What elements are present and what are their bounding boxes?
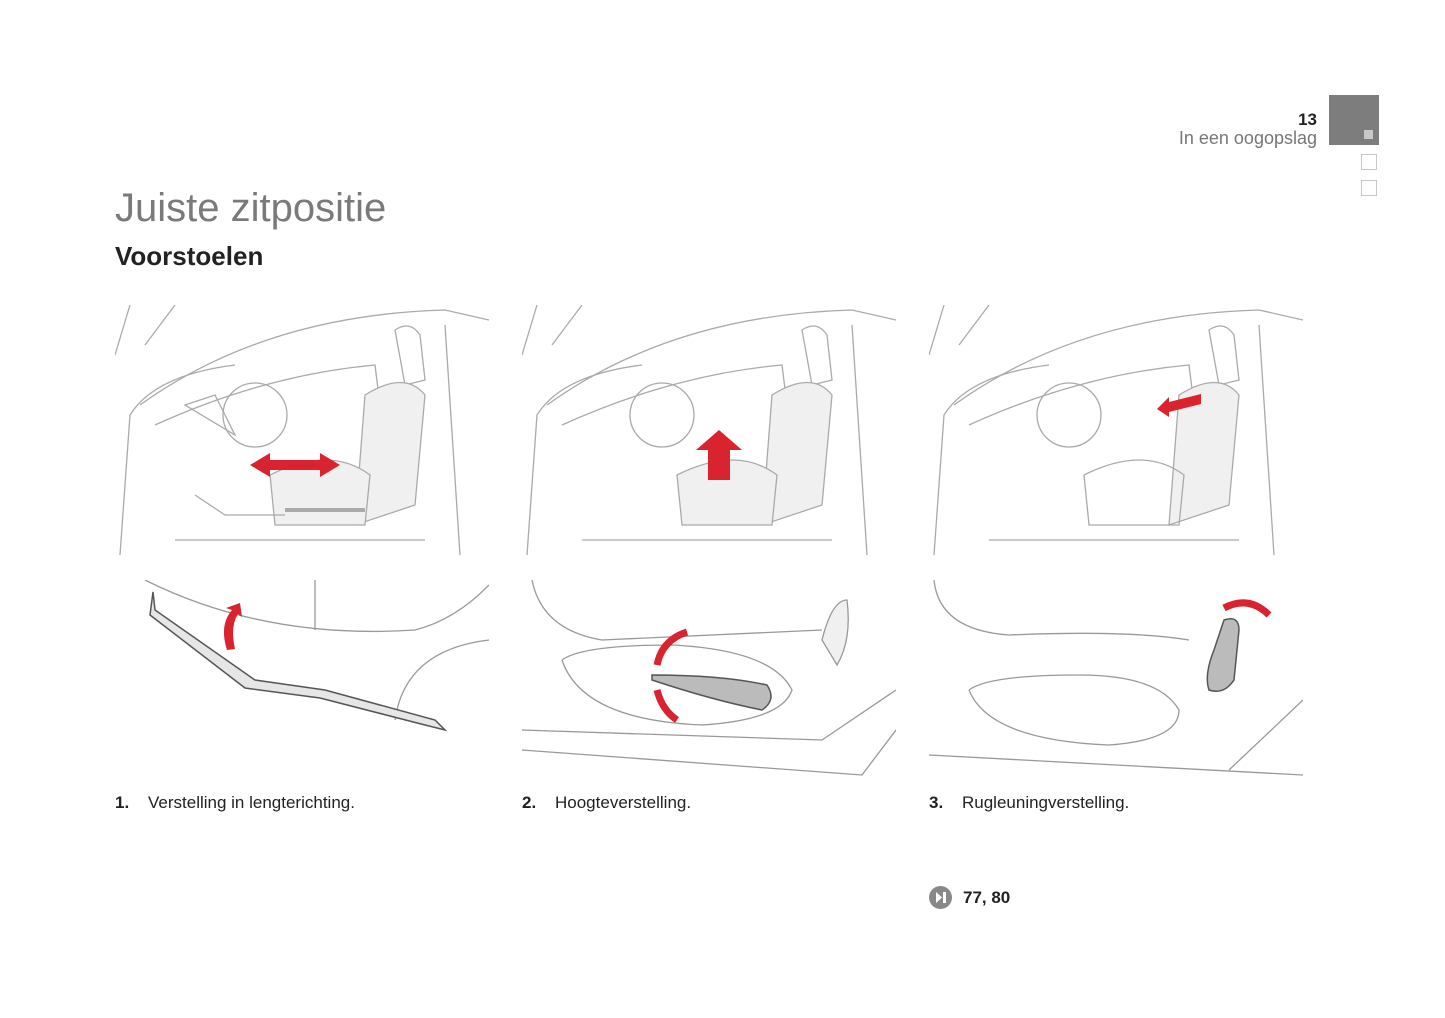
caption-2: 2. Hoogteverstelling. bbox=[522, 793, 691, 813]
lift-arrow-icon bbox=[223, 603, 242, 650]
caption-text: Rugleuningverstelling. bbox=[962, 793, 1130, 812]
up-down-arrow-icon bbox=[653, 628, 689, 723]
rotate-arrow-icon bbox=[1222, 599, 1272, 618]
caption-3: 3. Rugleuningverstelling. bbox=[929, 793, 1129, 813]
section-title: In een oogopslag bbox=[1178, 128, 1317, 148]
seat-fore-aft-illustration bbox=[115, 305, 489, 555]
fore-aft-bar-detail bbox=[144, 580, 489, 732]
page-reference-icon bbox=[929, 886, 952, 909]
page-reference-pages[interactable]: 77, 80 bbox=[963, 887, 1011, 907]
backrest-arrow-icon bbox=[1157, 394, 1201, 417]
backrest-lever-detail bbox=[929, 580, 1303, 776]
caption-number: 3. bbox=[929, 793, 944, 812]
seat-height-illustration bbox=[522, 305, 896, 555]
chapter-tab[interactable] bbox=[1361, 180, 1377, 196]
caption-text: Hoogteverstelling. bbox=[555, 793, 692, 812]
height-arrow-icon bbox=[696, 430, 742, 480]
caption-number: 1. bbox=[115, 793, 130, 812]
fore-aft-arrow-icon bbox=[250, 453, 340, 477]
caption-number: 2. bbox=[522, 793, 537, 812]
page-title: Juiste zitpositie bbox=[115, 186, 387, 230]
page-subtitle: Voorstoelen bbox=[115, 241, 264, 271]
seat-backrest-illustration bbox=[929, 305, 1303, 555]
chapter-tab-active[interactable] bbox=[1329, 95, 1379, 145]
caption-1: 1. Verstelling in lengterichting. bbox=[115, 793, 355, 813]
page-reference[interactable]: 77, 80 bbox=[929, 886, 1010, 909]
chapter-tab[interactable] bbox=[1361, 154, 1377, 170]
caption-text: Verstelling in lengterichting. bbox=[148, 793, 355, 812]
height-lever-detail bbox=[522, 580, 896, 776]
page-number: 13 bbox=[1298, 110, 1317, 129]
